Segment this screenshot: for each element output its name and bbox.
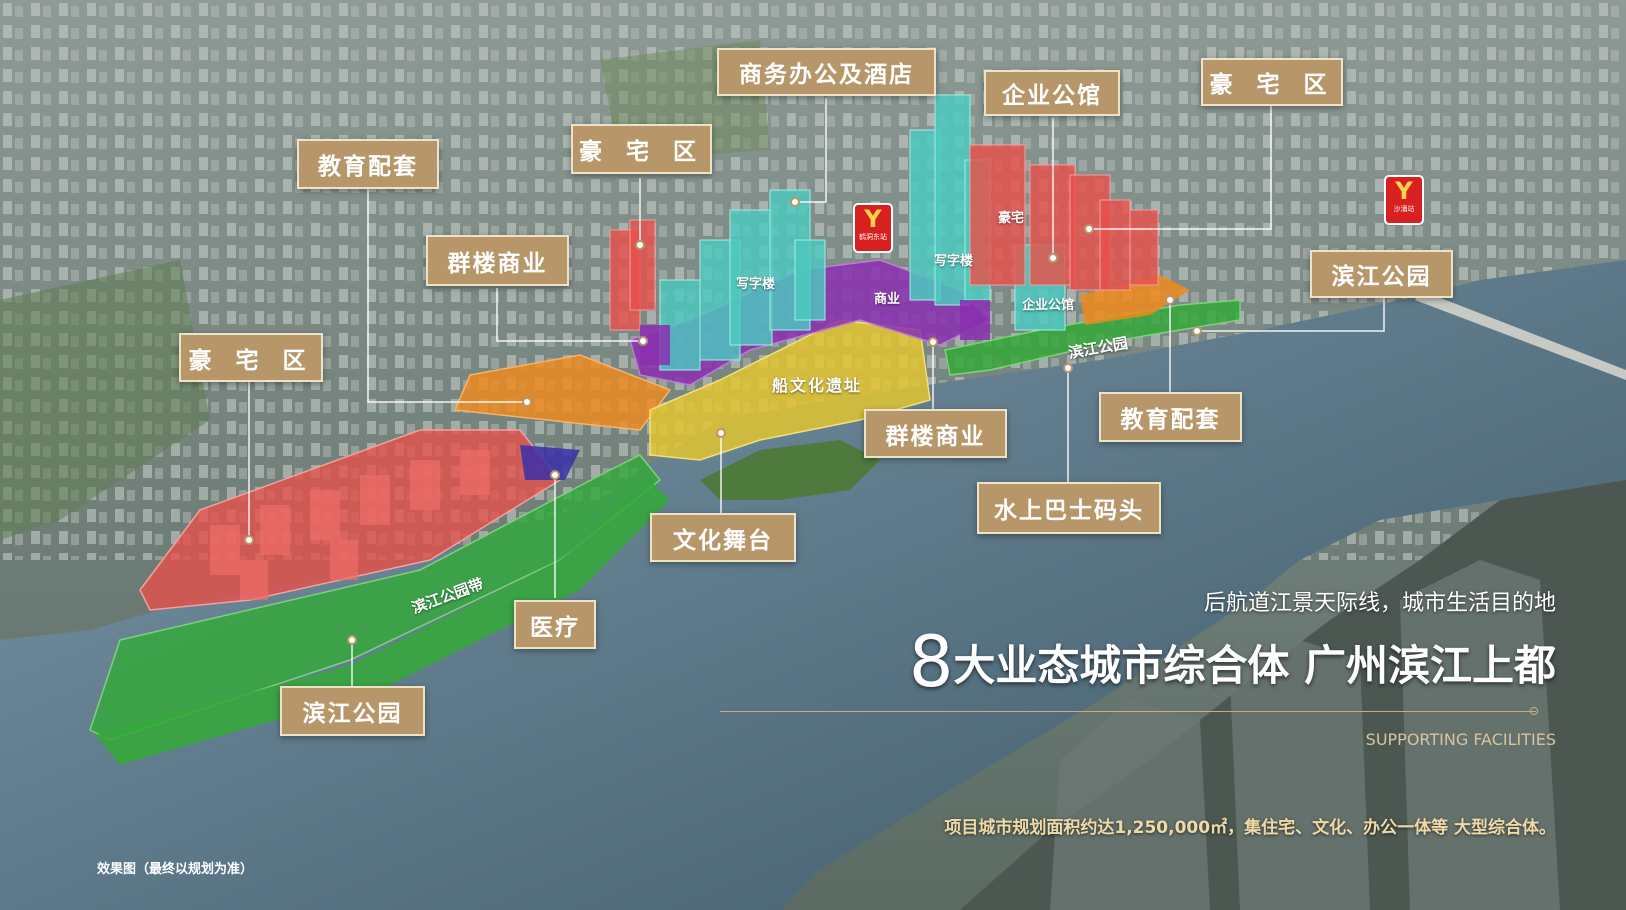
leader-lines [248, 98, 1385, 690]
leader-dot [244, 535, 254, 545]
headline-divider [720, 711, 1536, 712]
metro-station-east: Y 沙涌站 [1384, 175, 1424, 225]
zone-park-south [95, 480, 670, 765]
headline-number: 8 [908, 621, 954, 703]
label-luxury-north: 豪 宅 区 [571, 124, 712, 174]
leader-dot [790, 197, 800, 207]
leader-dot [1063, 363, 1073, 373]
leader-dot [635, 240, 645, 250]
leader-dot [347, 635, 357, 645]
metro-station-name: 鹤洞东站 [859, 233, 887, 241]
label-riverside-park-east: 滨江公园 [1310, 250, 1453, 298]
leader-dot [1165, 295, 1175, 305]
label-education-west: 教育配套 [297, 139, 439, 189]
zone-text-office-west: 写字楼 [736, 277, 776, 292]
zone-text-luxury: 豪宅 [998, 211, 1025, 226]
zone-text-corporate: 企业公馆 [1022, 298, 1075, 313]
leader-dot [928, 337, 938, 347]
metro-station-name: 沙涌站 [1393, 205, 1415, 213]
zone-medical [520, 445, 580, 480]
leader-dot [716, 428, 726, 438]
metro-station-west: Y 鹤洞东站 [853, 203, 893, 253]
river-island [700, 440, 880, 500]
leader-dot [1048, 253, 1058, 263]
metro-logo-icon: Y [1395, 177, 1413, 205]
zone-text-office-east: 写字楼 [934, 254, 974, 269]
leader-dot [638, 336, 648, 346]
headline-subtitle: 后航道江景天际线，城市生活目的地 [1203, 591, 1556, 616]
headline-title: 8大业态城市综合体 广州滨江上都 [909, 621, 1556, 703]
divider-end-icon [1530, 707, 1538, 715]
label-luxury-north-east: 豪 宅 区 [1201, 58, 1343, 106]
luxury-west-blocks [210, 450, 490, 600]
metro-logo-icon: Y [864, 205, 882, 233]
leader-dot [1192, 326, 1202, 336]
south-bank-towers [1050, 560, 1560, 910]
zone-text-ship-culture: 船文化遗址 [772, 376, 863, 395]
label-business-office-hotel: 商务办公及酒店 [717, 48, 936, 96]
zone-education-east [1080, 275, 1190, 325]
label-cluster-commerce-north: 群楼商业 [426, 235, 569, 286]
leader-dot [550, 470, 560, 480]
leader-dot [1084, 224, 1094, 234]
label-corporate-mansion: 企业公馆 [984, 70, 1120, 116]
bridge [1415, 290, 1626, 380]
label-medical: 医疗 [514, 600, 596, 649]
headline-main: 大业态城市综合体 广州滨江上都 [953, 641, 1556, 690]
label-luxury-west: 豪 宅 区 [179, 333, 323, 382]
label-cluster-commerce-south: 群楼商业 [864, 409, 1007, 458]
commerce-podium [640, 300, 990, 365]
city-greenery [0, 260, 210, 540]
project-description: 项目城市规划面积约达1,250,000㎡，集住宅、文化、办公一体等 大型综合体。 [944, 818, 1556, 838]
headline-block: 后航道江景天际线，城市生活目的地 8大业态城市综合体 广州滨江上都 [909, 585, 1556, 703]
rendering-disclaimer: 效果图（最终以规划为准） [97, 862, 254, 877]
office-towers-west [659, 189, 826, 371]
headline-english: SUPPORTING FACILITIES [1365, 730, 1556, 749]
label-riverside-park-south: 滨江公园 [280, 686, 425, 736]
label-water-bus-pier: 水上巴士码头 [977, 482, 1161, 534]
zone-text-commerce: 商业 [874, 292, 901, 307]
label-education-east: 教育配套 [1099, 392, 1242, 442]
label-culture-stage: 文化舞台 [650, 513, 796, 562]
leader-dot [522, 397, 532, 407]
